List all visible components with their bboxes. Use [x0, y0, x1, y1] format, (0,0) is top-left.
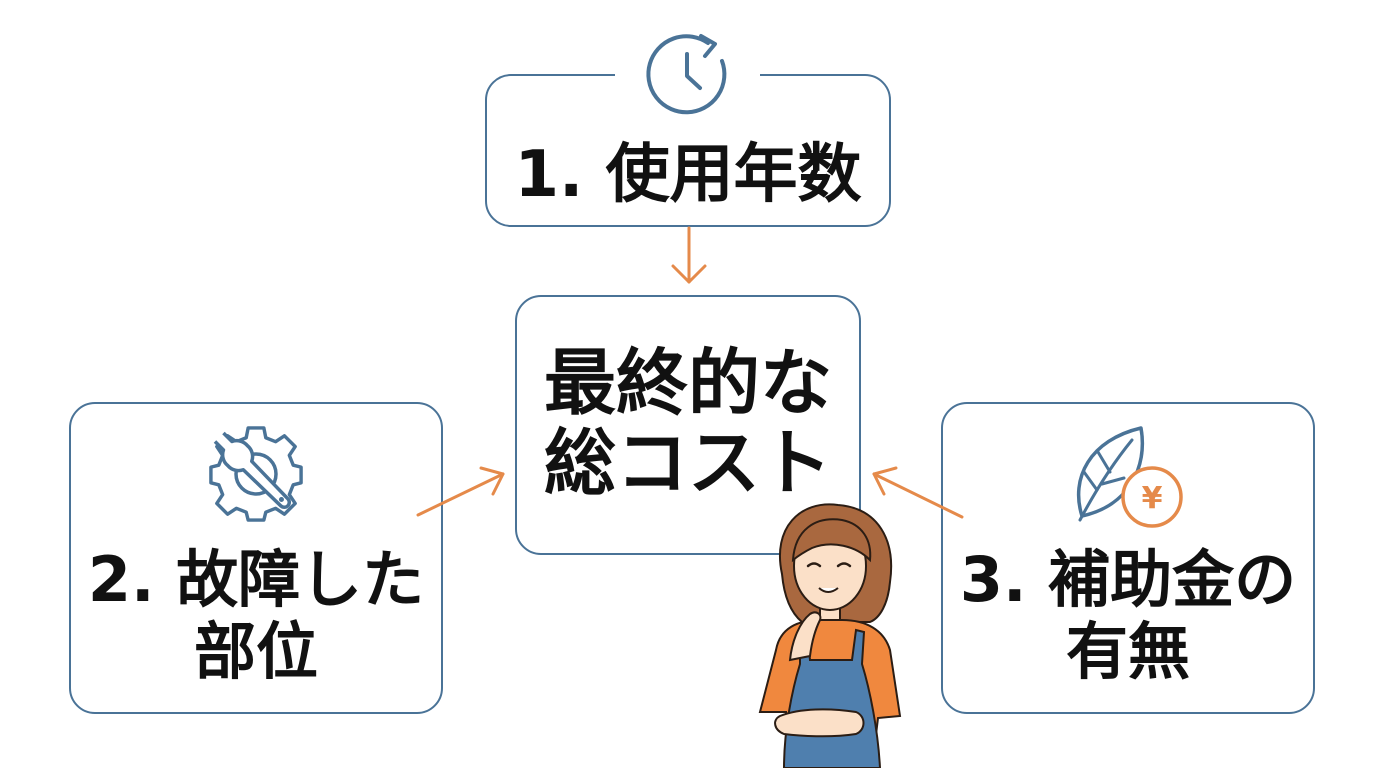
- usage-years-box: 1. 使用年数: [485, 74, 891, 227]
- total-cost-label: 最終的な 総コスト: [543, 341, 832, 505]
- total-cost-box: 最終的な 総コスト: [515, 295, 861, 555]
- broken-part-box: 2. 故障した 部位: [69, 402, 443, 714]
- usage-years-label: 1. 使用年数: [514, 138, 862, 212]
- subsidy-box: 3. 補助金の 有無: [941, 402, 1315, 714]
- subsidy-label: 3. 補助金の 有無: [959, 543, 1297, 688]
- broken-part-label: 2. 故障した 部位: [87, 543, 425, 688]
- arrow-usage-to-total: [671, 226, 707, 284]
